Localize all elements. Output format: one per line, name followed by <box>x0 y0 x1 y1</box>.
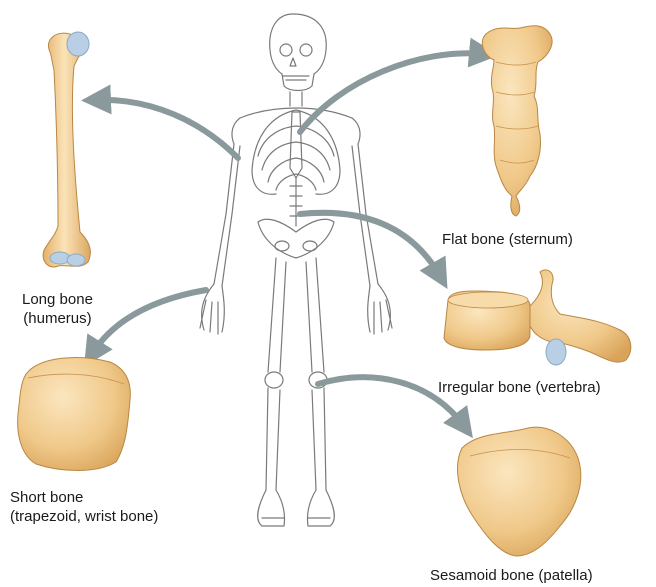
flat-bone-label-text: Flat bone (sternum) <box>442 231 573 248</box>
flat-bone-label: Flat bone (sternum) <box>442 230 573 249</box>
sesamoid-bone-patella-illustration <box>458 427 581 556</box>
long-bone-label-line-2: (humerus) <box>22 309 93 328</box>
irregular-bone-label-text: Irregular bone (vertebra) <box>438 379 601 396</box>
long-bone-label-line-1: Long bone <box>22 290 93 309</box>
sesamoid-bone-label-text: Sesamoid bone (patella) <box>430 567 593 584</box>
long-bone-humerus-illustration <box>43 32 90 267</box>
irregular-bone-vertebra-illustration <box>444 270 631 365</box>
flat-bone-sternum-illustration <box>482 26 552 216</box>
short-bone-label: Short bone (trapezoid, wrist bone) <box>10 488 158 526</box>
short-bone-label-line-1: Short bone <box>10 488 158 507</box>
arrow-to-long-bone <box>96 100 238 158</box>
sesamoid-bone-label: Sesamoid bone (patella) <box>430 566 593 585</box>
irregular-bone-label: Irregular bone (vertebra) <box>438 378 601 397</box>
long-bone-label: Long bone (humerus) <box>22 290 93 328</box>
short-bone-trapezoid-illustration <box>18 358 131 471</box>
skeleton <box>200 14 392 526</box>
arrow-to-flat-bone <box>300 53 484 132</box>
short-bone-label-line-2: (trapezoid, wrist bone) <box>10 507 158 526</box>
arrow-to-short-bone <box>92 290 206 354</box>
